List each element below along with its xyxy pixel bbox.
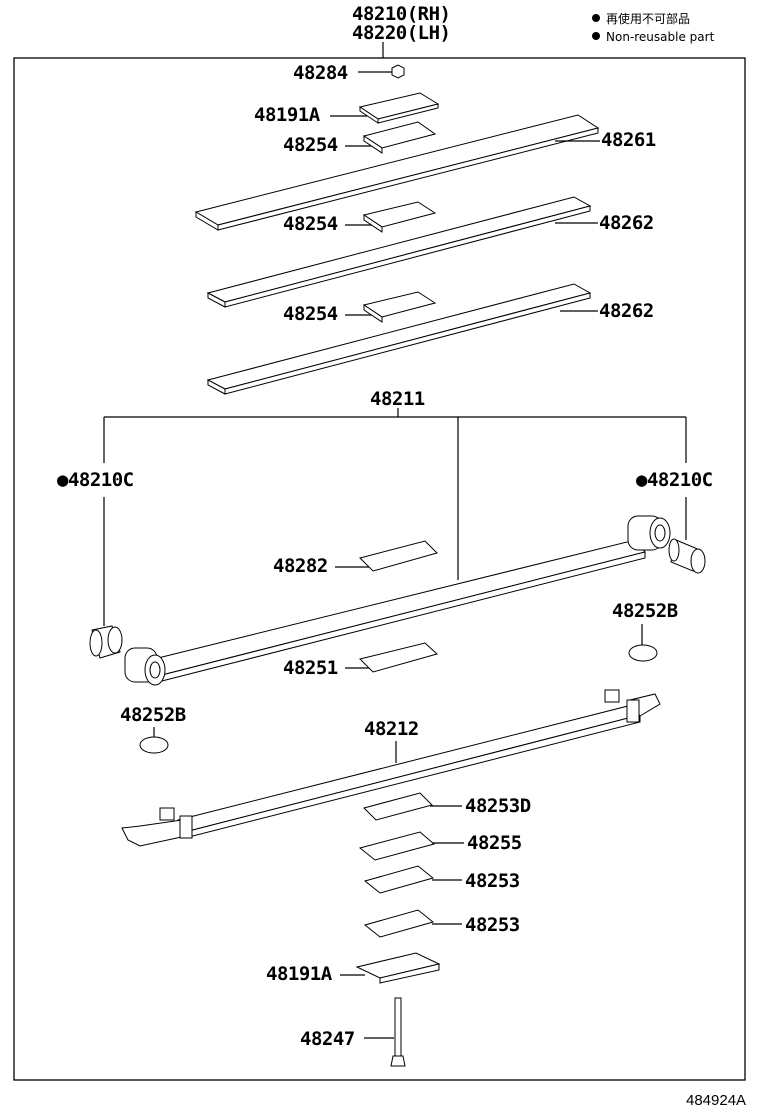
part-label-48282[interactable]: 48282	[273, 555, 328, 577]
leaf-edge	[224, 205, 591, 308]
part-label-48210C-right[interactable]: ●48210C	[636, 469, 713, 491]
bushing-48210C-left	[89, 625, 123, 659]
leaf-edge	[224, 292, 591, 395]
diagram-reference-number: 484924A	[686, 1092, 746, 1109]
part-label-48252B-right[interactable]: 48252B	[612, 600, 678, 622]
pad-48282	[359, 540, 438, 572]
part-label-48254-2[interactable]: 48254	[283, 213, 338, 235]
part-label-48191A-bottom[interactable]: 48191A	[266, 963, 333, 985]
nut-48284-icon	[391, 64, 405, 79]
legend-en-text: Non-reusable part	[606, 30, 715, 44]
bolt-head-48247	[390, 1055, 406, 1067]
part-label-48261[interactable]: 48261	[601, 129, 656, 151]
part-label-48254-1[interactable]: 48254	[283, 134, 338, 156]
plate-edge	[363, 214, 383, 233]
plate-edge	[379, 963, 440, 984]
shim-48255	[358, 831, 436, 861]
legend-jp-text: 再使用不可部品	[606, 11, 690, 26]
bumper-48252B-left	[139, 736, 169, 754]
assembly-rh-label[interactable]: 48210(RH)	[352, 3, 451, 25]
part-label-48253D[interactable]: 48253D	[465, 795, 531, 817]
part-label-48255[interactable]: 48255	[467, 832, 522, 854]
plate-48253-1	[363, 865, 435, 894]
non-reusable-bullet-icon	[592, 32, 600, 40]
part-label-48253-1[interactable]: 48253	[465, 870, 520, 892]
part-label-48211[interactable]: 48211	[370, 388, 425, 410]
main-leaf-48211	[124, 515, 671, 686]
part-label-48212[interactable]: 48212	[364, 718, 419, 740]
diagram-frame	[13, 57, 746, 1081]
part-label-48284[interactable]: 48284	[293, 62, 348, 84]
part-label-48251[interactable]: 48251	[283, 657, 338, 679]
part-label-48253-2[interactable]: 48253	[465, 914, 520, 936]
part-label-48252B-left[interactable]: 48252B	[120, 704, 186, 726]
assembly-lh-label[interactable]: 48220(LH)	[352, 22, 451, 44]
part-label-48262-2[interactable]: 48262	[599, 300, 654, 322]
plate-edge	[377, 103, 439, 124]
part-label-48262-1[interactable]: 48262	[599, 212, 654, 234]
part-label-48247[interactable]: 48247	[300, 1028, 355, 1050]
helper-leaf-48212	[121, 689, 661, 847]
non-reusable-bullet-icon	[592, 14, 600, 22]
bumper-48252B-right	[628, 644, 658, 662]
pad-48251	[359, 642, 438, 673]
leaf-edge	[217, 127, 599, 231]
part-label-48254-3[interactable]: 48254	[283, 303, 338, 325]
plate-edge	[363, 135, 383, 154]
plate-48253D	[363, 792, 433, 821]
part-label-48210C-left[interactable]: ●48210C	[57, 469, 134, 491]
bolt-48247	[394, 997, 402, 1057]
bushing-48210C-right	[668, 538, 706, 574]
part-label-48191A-top[interactable]: 48191A	[254, 104, 321, 126]
plate-48253-2	[363, 909, 435, 938]
plate-edge	[363, 304, 383, 323]
